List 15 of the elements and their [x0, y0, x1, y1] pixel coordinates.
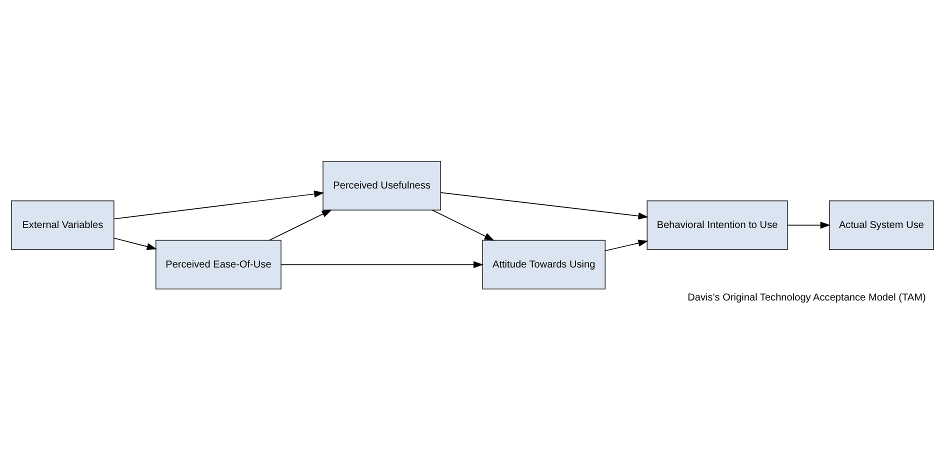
arrow	[440, 192, 648, 220]
arrow	[787, 222, 830, 229]
node-box: Attitude Towards Using	[482, 240, 606, 290]
node-box: Behavioral Intention to Use	[646, 200, 788, 250]
node-box: Perceived Usefulness	[322, 160, 441, 210]
caption: Davis’s Original Technology Acceptance Model (TAM)	[688, 292, 926, 304]
arrow	[280, 261, 484, 268]
arrow	[114, 190, 324, 220]
arrow	[268, 210, 332, 241]
arrow	[432, 210, 494, 241]
node-box: Perceived Ease-Of-Use	[155, 240, 282, 290]
arrow	[114, 238, 157, 250]
node-box: Actual System Use	[828, 200, 934, 250]
node-box: External Variables	[11, 200, 114, 250]
arrow	[604, 240, 648, 252]
